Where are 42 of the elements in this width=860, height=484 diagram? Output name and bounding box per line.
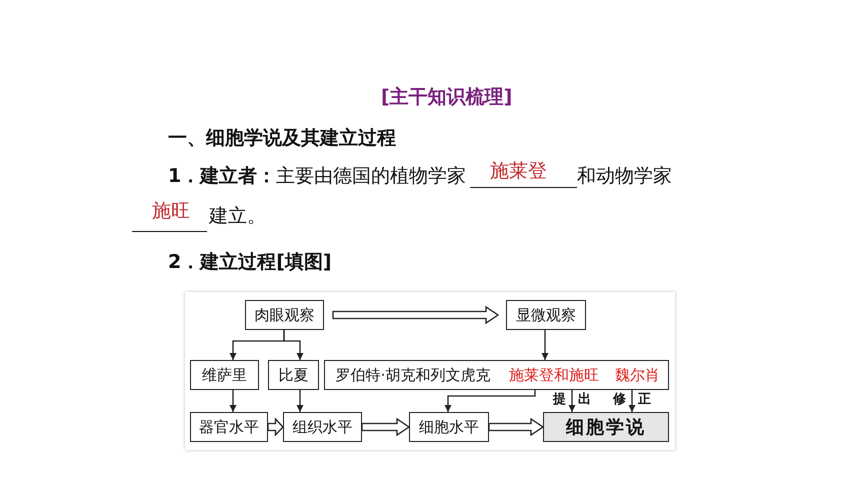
node-text: 组织水平 bbox=[292, 418, 352, 436]
hollow-arrow bbox=[332, 306, 500, 324]
node-text: 器官水平 bbox=[199, 418, 259, 436]
process-box bbox=[190, 360, 259, 390]
section-heading: 一、细胞学说及其建立过程 bbox=[168, 126, 396, 151]
node-text: 维萨里 bbox=[202, 366, 247, 384]
question-text: 和动物学家 bbox=[577, 164, 672, 189]
node-text: 比夏 bbox=[278, 366, 308, 384]
hollow-arrow bbox=[488, 418, 544, 436]
edge-label: 提出 bbox=[552, 393, 603, 407]
process-box bbox=[607, 360, 669, 390]
process-box bbox=[190, 412, 268, 442]
process-box bbox=[245, 300, 324, 330]
process-box bbox=[409, 412, 489, 442]
arrow bbox=[444, 390, 536, 412]
arrow bbox=[542, 330, 548, 360]
hollow-arrow bbox=[267, 417, 284, 437]
process-box bbox=[268, 360, 319, 390]
question-text: 1．建立者：主要由德国的植物学家 bbox=[168, 164, 466, 189]
node-text: 肉眼观察 bbox=[254, 306, 314, 324]
node-text: 罗伯特·胡克和列文虎克 bbox=[336, 366, 490, 384]
node-text: 细胞学说 bbox=[566, 416, 646, 439]
process-box bbox=[324, 360, 502, 390]
answer-text: 施莱登 bbox=[490, 159, 547, 184]
arrow bbox=[283, 330, 304, 360]
subsection-heading: 2．建立过程[填图] bbox=[168, 250, 332, 275]
answer-text: 施旺 bbox=[152, 199, 190, 224]
node-text: 施莱登和施旺 bbox=[509, 366, 599, 384]
process-box bbox=[543, 412, 669, 442]
node-text: 细胞水平 bbox=[419, 418, 479, 436]
process-box bbox=[283, 412, 362, 442]
hollow-arrow bbox=[361, 418, 410, 436]
arrow bbox=[230, 390, 236, 412]
arrow bbox=[568, 390, 576, 412]
question-text: 建立。 bbox=[209, 204, 266, 229]
process-box bbox=[506, 300, 586, 330]
edge-label: 修正 bbox=[612, 393, 663, 407]
arrow bbox=[628, 390, 636, 412]
arrow bbox=[296, 390, 304, 412]
node-text: 魏尔肖 bbox=[615, 366, 660, 384]
node-text: 显微观察 bbox=[516, 306, 576, 324]
section-title: [主干知识梳理] bbox=[381, 85, 512, 110]
